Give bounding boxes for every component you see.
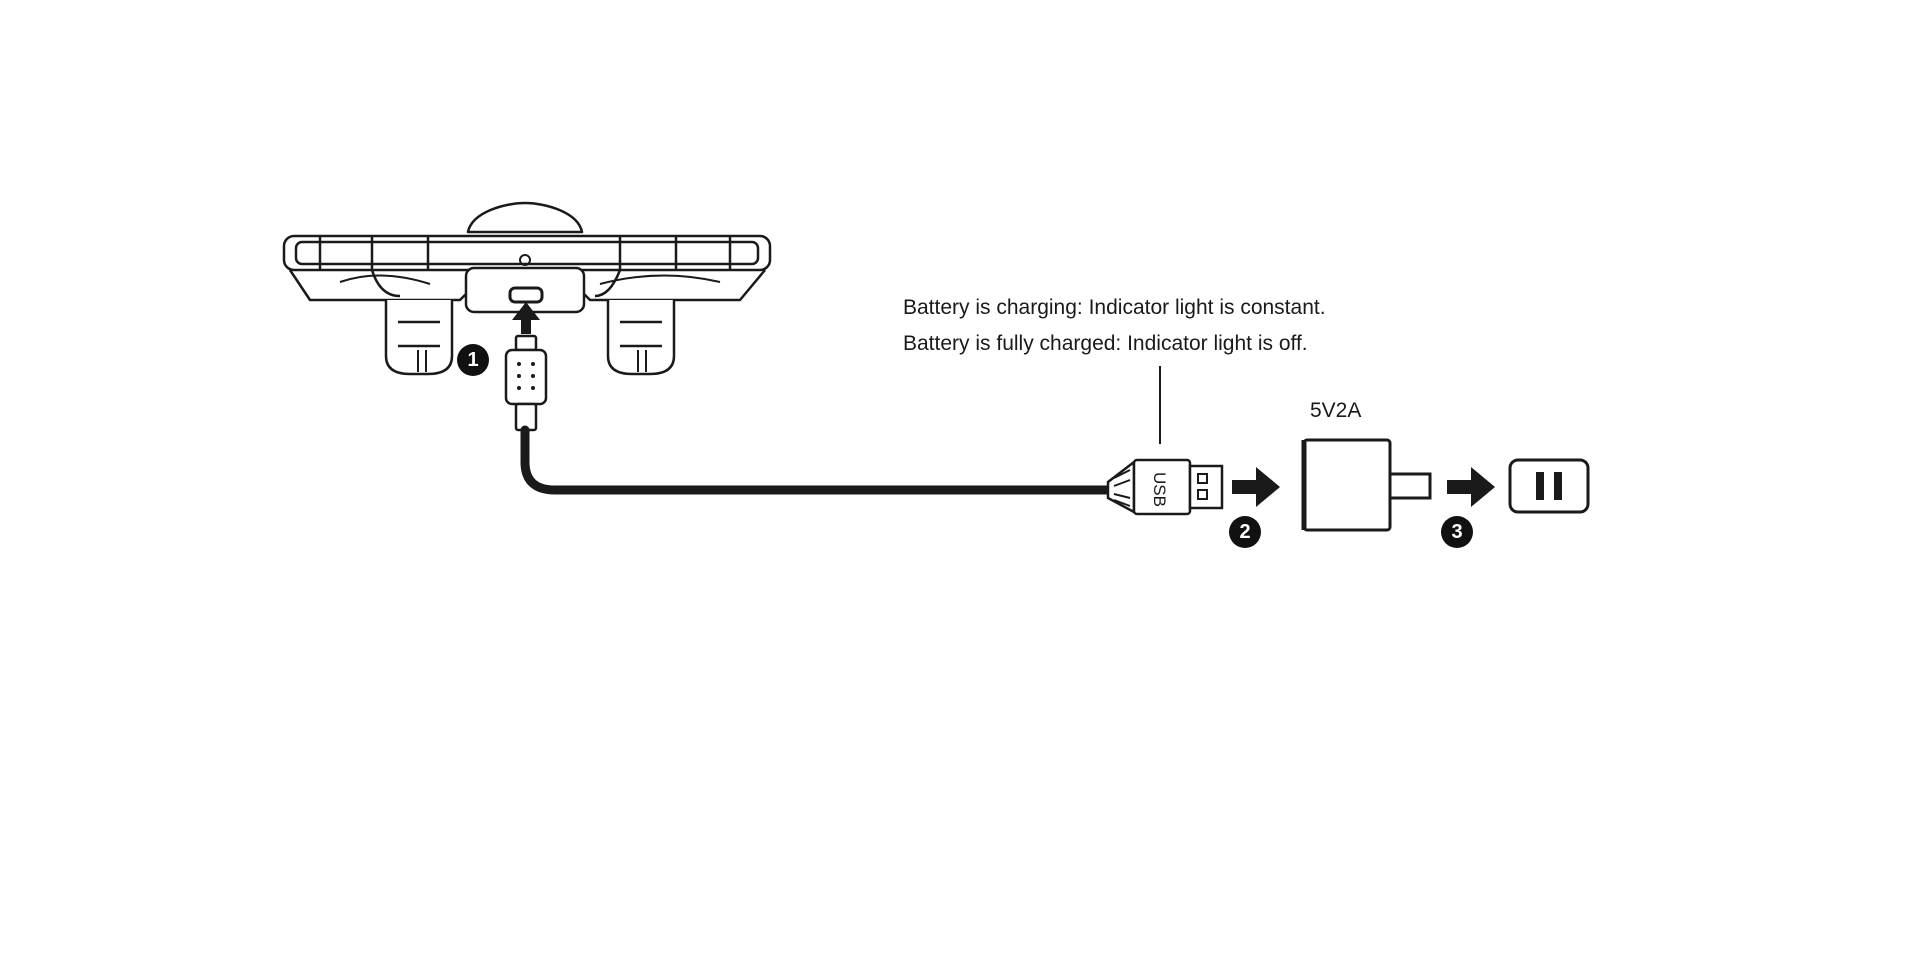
- step-1-badge: 1: [457, 344, 489, 376]
- arrow-up-icon: [512, 302, 540, 334]
- usb-cable: [520, 425, 1121, 495]
- power-adapter-icon: [1301, 438, 1432, 532]
- arrow-right-icon: [1447, 467, 1495, 507]
- drone-icon: [282, 201, 772, 376]
- arrow-right-icon: [1232, 467, 1280, 507]
- step-3-badge: 3: [1441, 516, 1473, 548]
- usb-label: USB: [1150, 472, 1169, 507]
- usb-plug-icon: USB: [1106, 458, 1224, 516]
- wall-outlet-icon: [1508, 458, 1590, 514]
- step-2-badge: 2: [1229, 516, 1261, 548]
- fully-charged-note: Battery is fully charged: Indicator ligh…: [903, 332, 1308, 355]
- micro-usb-connector-icon: [504, 334, 548, 432]
- adapter-spec-label: 5V2A: [1310, 399, 1362, 422]
- charging-note: Battery is charging: Indicator light is …: [903, 296, 1326, 319]
